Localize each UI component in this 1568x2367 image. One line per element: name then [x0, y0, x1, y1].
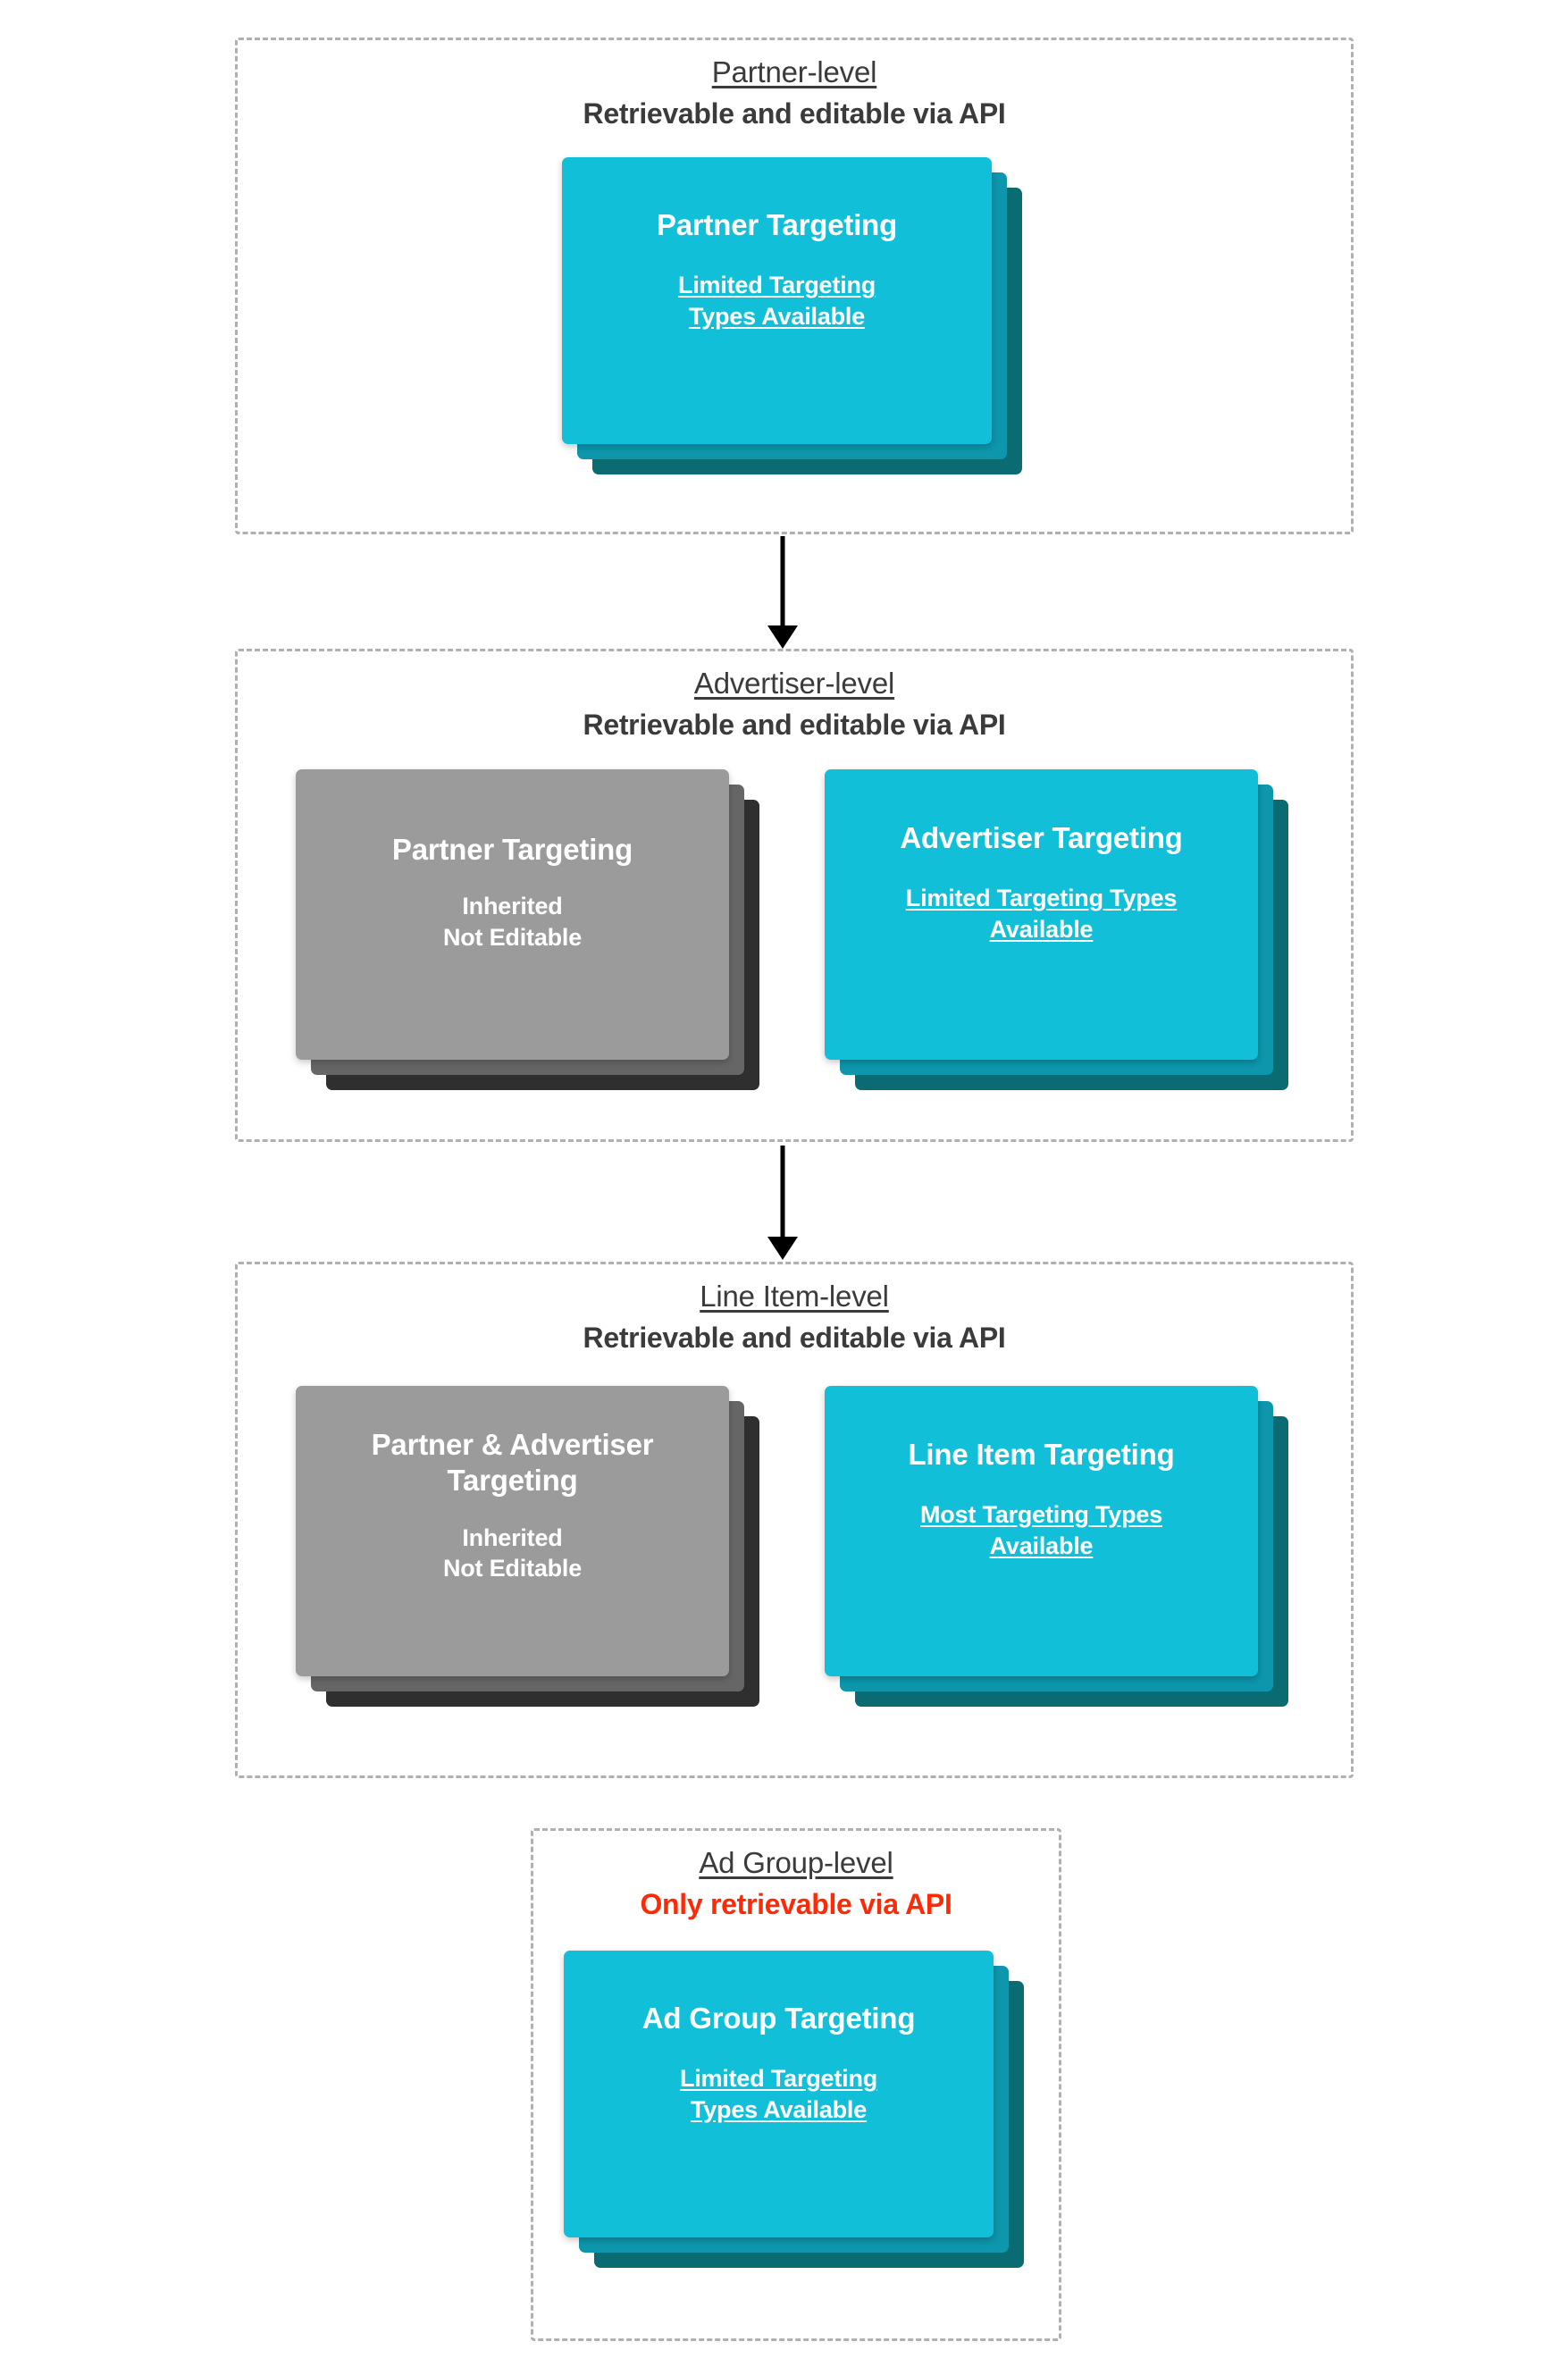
arrow-shaft [780, 536, 785, 627]
level-heading-partner: Partner-level Retrievable and editable v… [238, 55, 1351, 131]
card-stack-partner-targeting: Partner Targeting Limited Targeting Type… [562, 157, 1022, 474]
level-subtitle: Retrievable and editable via API [583, 709, 1006, 742]
card-note: Limited Targeting Types Available [677, 272, 876, 330]
level-container-ad-group: Ad Group-level Only retrievable via API … [531, 1828, 1061, 2341]
card-stack-advertiser-targeting: Advertiser Targeting Limited Targeting T… [825, 769, 1288, 1090]
level-title: Partner-level [711, 55, 877, 88]
card-stack-line-item-targeting: Line Item Targeting Most Targeting Types… [825, 1386, 1288, 1707]
card-stack-partner-advertiser-inherited: Partner & Advertiser Targeting Inherited… [296, 1386, 759, 1707]
level-subtitle: Retrievable and editable via API [583, 1322, 1006, 1355]
level-subtitle: Only retrievable via API [640, 1888, 952, 1921]
card-partner-advertiser-targeting-inherited[interactable]: Partner & Advertiser Targeting Inherited… [296, 1386, 729, 1676]
level-title: Line Item-level [700, 1280, 889, 1313]
level-container-advertiser: Advertiser-level Retrievable and editabl… [235, 649, 1354, 1142]
card-title: Partner & Advertiser Targeting [371, 1428, 654, 1498]
card-title: Partner Targeting [656, 208, 898, 241]
level-heading-advertiser: Advertiser-level Retrievable and editabl… [238, 666, 1351, 743]
card-advertiser-targeting[interactable]: Advertiser Targeting Limited Targeting T… [825, 769, 1258, 1060]
level-subtitle: Retrievable and editable via API [583, 97, 1006, 130]
arrow-partner-to-advertiser [765, 536, 801, 649]
card-note: Inherited Not Editable [442, 893, 583, 951]
card-stack-partner-targeting-inherited: Partner Targeting Inherited Not Editable [296, 769, 759, 1090]
card-title: Advertiser Targeting [900, 821, 1183, 854]
card-note: Inherited Not Editable [442, 1523, 583, 1582]
arrow-head-icon [767, 1237, 798, 1260]
level-container-line-item: Line Item-level Retrievable and editable… [235, 1262, 1354, 1778]
card-ad-group-targeting[interactable]: Ad Group Targeting Limited Targeting Typ… [564, 1951, 994, 2237]
card-title: Line Item Targeting [908, 1438, 1175, 1471]
arrow-head-icon [767, 625, 798, 649]
arrow-advertiser-to-line-item [765, 1146, 801, 1260]
card-line-item-targeting[interactable]: Line Item Targeting Most Targeting Types… [825, 1386, 1258, 1676]
card-note: Limited Targeting Types Available [905, 885, 1178, 943]
card-note: Limited Targeting Types Available [679, 2065, 878, 2123]
arrow-shaft [780, 1146, 785, 1238]
card-partner-targeting-inherited[interactable]: Partner Targeting Inherited Not Editable [296, 769, 729, 1060]
card-title: Partner Targeting [391, 833, 633, 866]
level-heading-line-item: Line Item-level Retrievable and editable… [238, 1279, 1351, 1356]
level-title: Ad Group-level [699, 1846, 893, 1879]
card-stack-ad-group-targeting: Ad Group Targeting Limited Targeting Typ… [564, 1951, 1024, 2268]
card-note: Most Targeting Types Available [919, 1501, 1163, 1559]
card-title: Ad Group Targeting [641, 2002, 916, 2035]
card-partner-targeting[interactable]: Partner Targeting Limited Targeting Type… [562, 157, 992, 444]
level-heading-ad-group: Ad Group-level Only retrievable via API [533, 1845, 1059, 1922]
level-title: Advertiser-level [693, 667, 895, 700]
level-container-partner: Partner-level Retrievable and editable v… [235, 38, 1354, 534]
